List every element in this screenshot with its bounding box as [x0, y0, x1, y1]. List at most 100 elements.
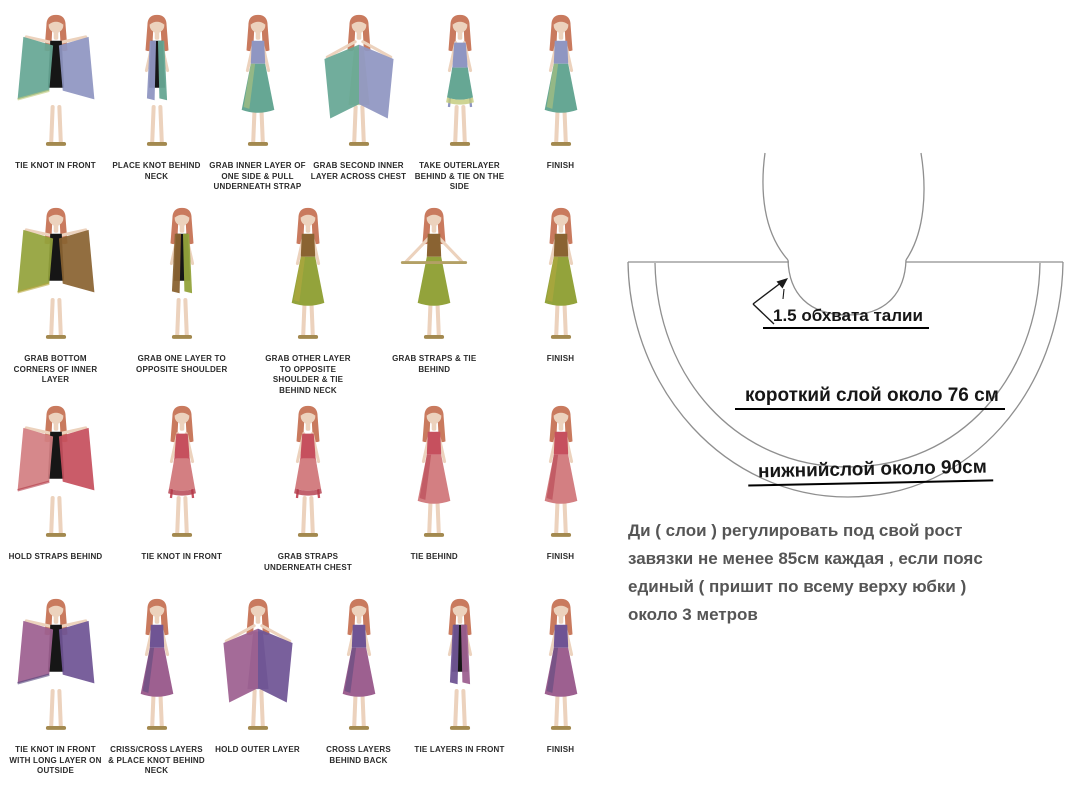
step-cell: GRAB ONE LAYER TO OPPOSITE SHOULDER	[132, 201, 231, 396]
step-caption: TIE KNOT IN FRONT	[141, 552, 223, 562]
step-cell: FINISH	[511, 592, 610, 782]
step-caption: CRISS/CROSS LAYERS & PLACE KNOT BEHIND N…	[108, 745, 205, 776]
step-cell: TAKE OUTERLAYER BEHIND & TIE ON THE SIDE	[410, 8, 509, 198]
model-photo	[513, 592, 609, 742]
step-cell: GRAB OTHER LAYER TO OPPOSITE SHOULDER & …	[259, 201, 358, 396]
model-figure	[144, 14, 169, 146]
arrowhead	[776, 278, 788, 289]
note-line: Ди ( слои ) регулировать под свой рост	[628, 521, 963, 540]
step-caption: GRAB ONE LAYER TO OPPOSITE SHOULDER	[136, 354, 228, 374]
note-line: завязки не менее 85см каждая , если пояс	[628, 548, 983, 568]
step-caption: FINISH	[546, 745, 575, 755]
model-photo	[109, 592, 205, 742]
step-caption: GRAB STRAPS & TIE BEHIND	[392, 354, 477, 374]
step-caption: TIE LAYERS IN FRONT	[414, 745, 505, 755]
step-caption: TIE KNOT IN FRONT WITH LONG LAYER ON OUT…	[9, 745, 102, 776]
pattern-panel: 1.5 обхвата талии короткий слой около 76…	[615, 0, 1077, 792]
instruction-row: GRAB BOTTOM CORNERS OF INNER LAYER GRAB …	[6, 201, 610, 396]
step-caption: TAKE OUTERLAYER BEHIND & TIE ON THE SIDE	[414, 161, 505, 192]
model-figure	[294, 406, 322, 538]
model-figure	[342, 599, 375, 731]
model-figure	[16, 207, 94, 339]
step-caption: GRAB INNER LAYER OF ONE SIDE & PULL UNDE…	[209, 161, 306, 192]
step-cell: TIE BEHIND	[385, 399, 484, 589]
model-photo	[8, 399, 104, 549]
model-photo	[386, 201, 482, 351]
model-photo	[260, 201, 356, 351]
step-cell: TIE KNOT IN FRONT	[6, 8, 105, 198]
step-caption: GRAB STRAPS UNDERNEATH CHEST	[264, 552, 352, 572]
step-caption: TIE KNOT IN FRONT	[15, 161, 96, 170]
bottom-layer-label: нижнийслой около 90см	[747, 456, 994, 487]
model-photo	[8, 8, 104, 158]
model-photo	[412, 592, 508, 742]
model-photo	[134, 399, 230, 549]
step-cell: CROSS LAYERS BEHIND BACK	[309, 592, 408, 782]
skirt-pattern-diagram	[627, 152, 1064, 498]
model-figure	[16, 599, 94, 731]
instruction-row: TIE KNOT IN FRONT PLACE KNOT BEHIND NECK…	[6, 8, 610, 198]
model-figure	[222, 599, 293, 731]
model-photo	[210, 592, 306, 742]
step-cell: GRAB INNER LAYER OF ONE SIDE & PULL UNDE…	[208, 8, 307, 198]
model-figure	[291, 207, 325, 339]
tie-strap-right	[905, 152, 925, 261]
step-cell: TIE KNOT IN FRONT	[132, 399, 231, 589]
model-figure	[447, 599, 472, 731]
step-cell: HOLD STRAPS BEHIND	[6, 399, 105, 589]
step-cell: FINISH	[511, 201, 610, 396]
model-figure	[167, 406, 196, 538]
model-photo	[260, 399, 356, 549]
step-caption: HOLD STRAPS BEHIND	[8, 552, 103, 562]
step-cell: PLACE KNOT BEHIND NECK	[107, 8, 206, 198]
step-caption: FINISH	[546, 354, 575, 363]
model-figure	[16, 406, 94, 538]
waist-measure-label: 1.5 обхвата талии	[763, 306, 929, 329]
waist-arrow-icon	[752, 281, 785, 325]
model-photo	[412, 8, 508, 158]
step-caption: TIE BEHIND	[410, 552, 458, 562]
step-cell: TIE KNOT IN FRONT WITH LONG LAYER ON OUT…	[6, 592, 105, 782]
step-caption: GRAB SECOND INNER LAYER ACROSS CHEST	[310, 161, 407, 181]
model-figure	[417, 406, 451, 538]
step-cell: GRAB BOTTOM CORNERS OF INNER LAYER	[6, 201, 105, 396]
tie-strap-left	[762, 152, 789, 261]
model-figure	[544, 406, 577, 538]
model-photo	[134, 201, 230, 351]
step-caption: HOLD OUTER LAYER	[215, 745, 300, 755]
model-figure	[323, 14, 394, 146]
model-photo	[8, 201, 104, 351]
step-cell: GRAB STRAPS UNDERNEATH CHEST	[259, 399, 358, 589]
model-photo	[210, 8, 306, 158]
pattern-notes: Ди ( слои ) регулировать под свой рост з…	[628, 517, 983, 629]
step-caption: CROSS LAYERS BEHIND BACK	[326, 745, 391, 765]
model-photo	[311, 592, 407, 742]
waist-curve	[787, 259, 907, 316]
model-figure	[169, 207, 194, 339]
step-cell: FINISH	[511, 8, 610, 198]
step-cell: GRAB SECOND INNER LAYER ACROSS CHEST	[309, 8, 408, 198]
model-figure	[445, 14, 474, 146]
step-caption: GRAB OTHER LAYER TO OPPOSITE SHOULDER & …	[265, 354, 351, 395]
model-figure	[401, 207, 468, 339]
step-cell: GRAB STRAPS & TIE BEHIND	[385, 201, 484, 396]
model-figure	[140, 599, 173, 731]
step-cell: FINISH	[511, 399, 610, 589]
instruction-row: TIE KNOT IN FRONT WITH LONG LAYER ON OUT…	[6, 592, 610, 782]
step-caption: FINISH	[546, 552, 575, 562]
model-figure	[241, 14, 274, 146]
step-caption: FINISH	[546, 161, 575, 170]
model-photo	[513, 8, 609, 158]
model-photo	[8, 592, 104, 742]
step-cell: HOLD OUTER LAYER	[208, 592, 307, 782]
model-figure	[544, 207, 577, 339]
instruction-row: HOLD STRAPS BEHIND TIE KNOT IN FRONT GRA…	[6, 399, 610, 589]
step-cell: TIE LAYERS IN FRONT	[410, 592, 509, 782]
step-caption: GRAB BOTTOM CORNERS OF INNER LAYER	[13, 354, 98, 385]
step-cell: CRISS/CROSS LAYERS & PLACE KNOT BEHIND N…	[107, 592, 206, 782]
model-photo	[513, 399, 609, 549]
model-photo	[513, 201, 609, 351]
short-layer-arc	[654, 262, 1041, 468]
note-line: около 3 метров	[628, 604, 758, 624]
